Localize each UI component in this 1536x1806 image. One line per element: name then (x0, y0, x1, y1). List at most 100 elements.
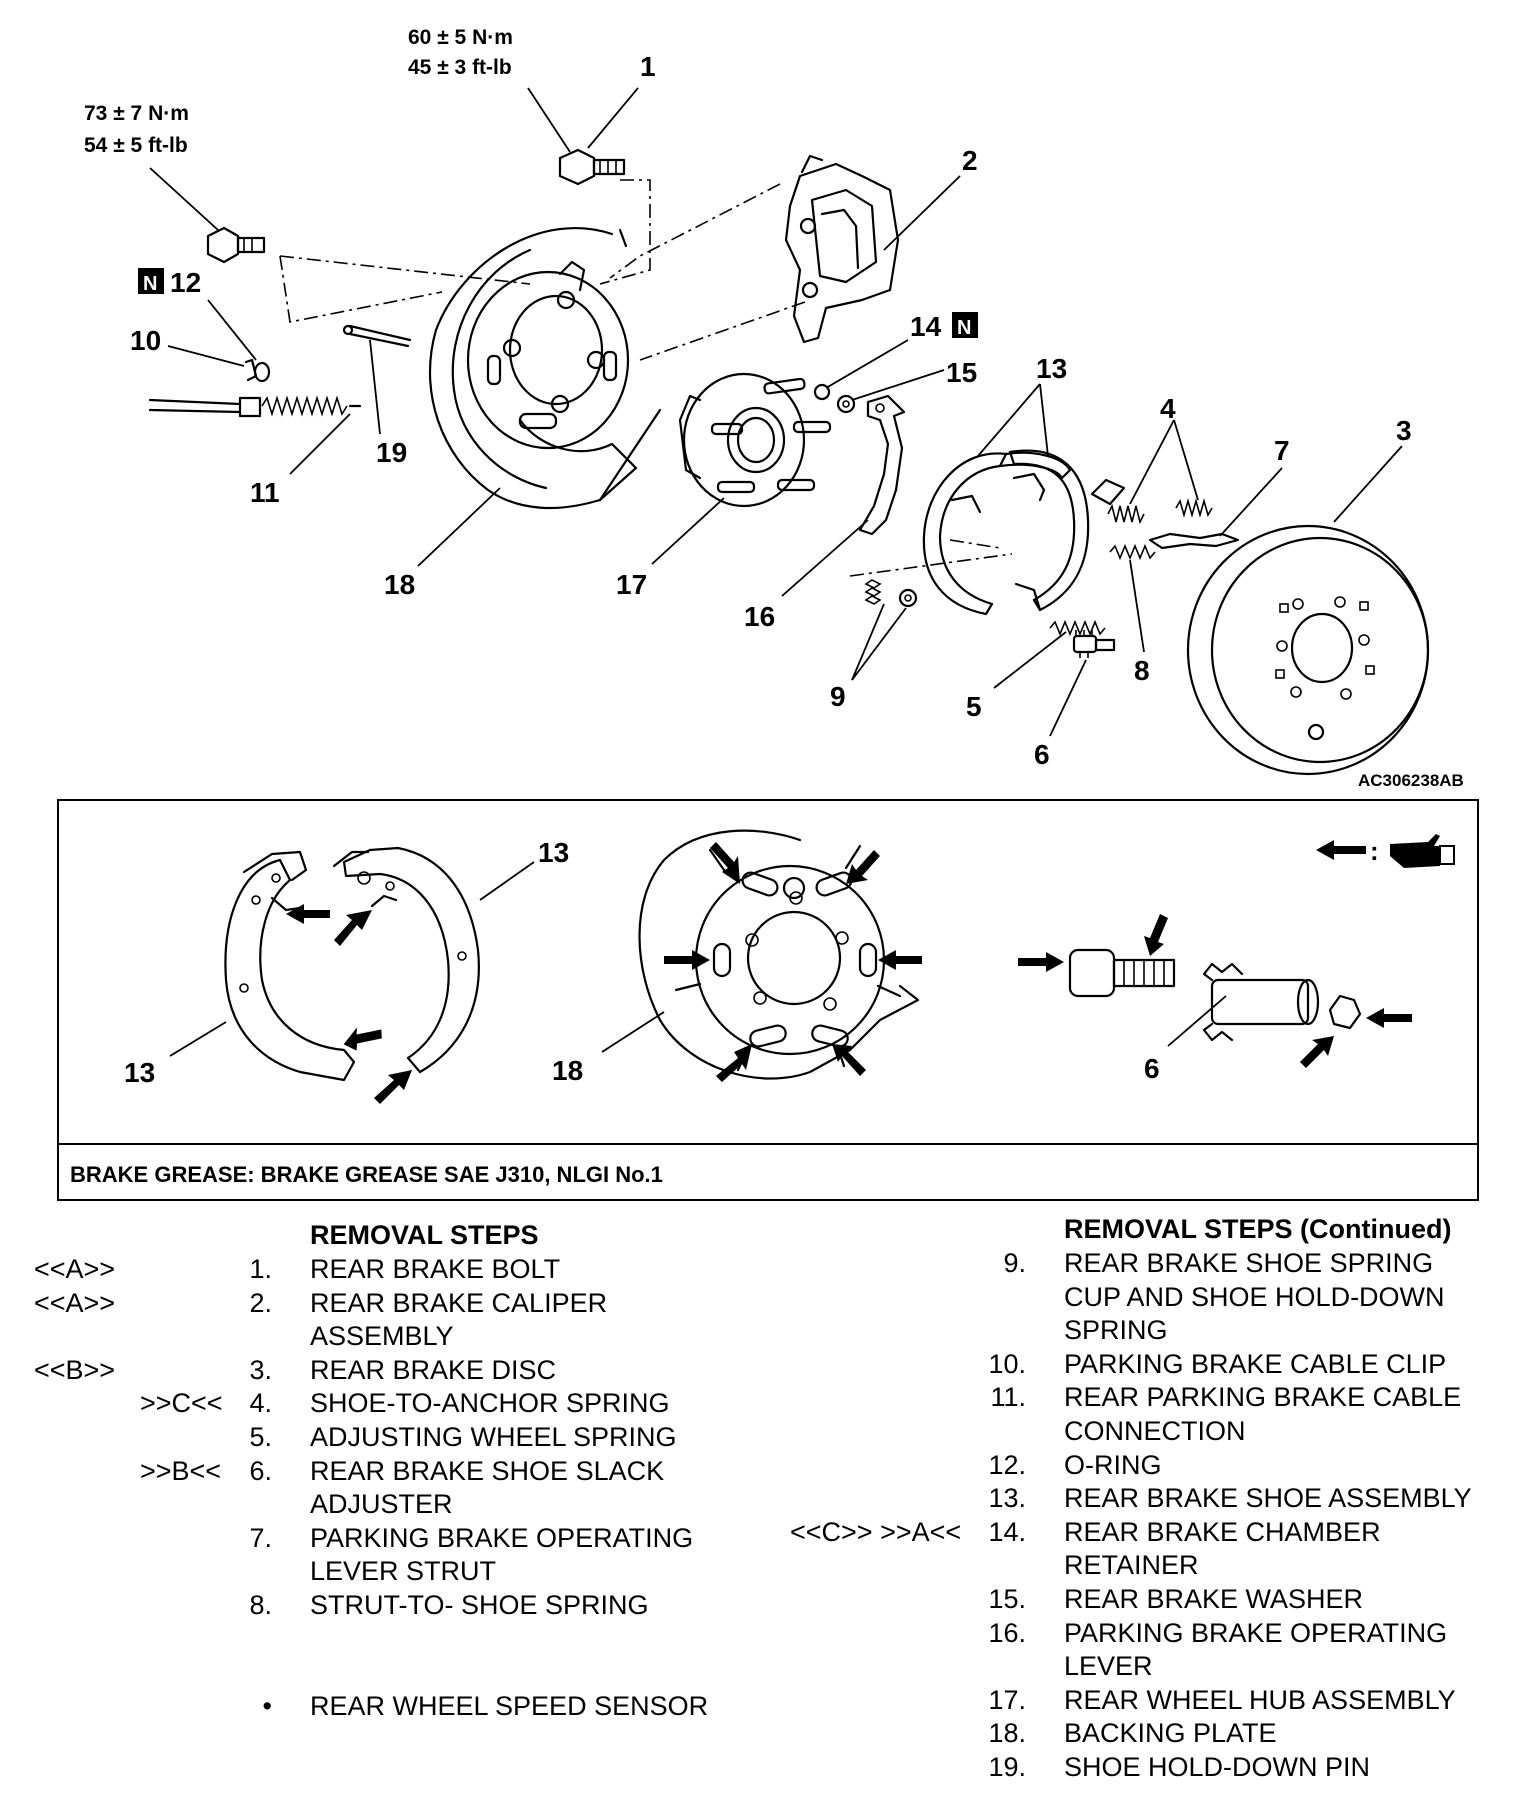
callout-15-leader (851, 369, 945, 401)
figure-id: AC306238AB (1358, 771, 1464, 790)
grease-gun-icon (1390, 834, 1440, 868)
callout-9-leader-a (851, 603, 885, 681)
callout-12-leader (207, 299, 257, 361)
callout-13-leader-a (977, 383, 1041, 457)
grease-callout-13a-leader (479, 861, 535, 901)
step-number: 17. (988, 1684, 1026, 1715)
step-procedure-code: <<C>> >>A<< (790, 1516, 962, 1547)
grease-callout-6: 6 (1144, 1053, 1160, 1084)
step-procedure-code: <<B>> (34, 1354, 116, 1385)
grease-callout-6-leader (1167, 995, 1227, 1047)
step-text: REAR PARKING BRAKE CABLE (1064, 1382, 1462, 1413)
torque-bolt18-ftlb: 54 ± 5 ft-lb (84, 134, 188, 157)
step-number: 13. (988, 1483, 1026, 1514)
step-number: 9. (1003, 1248, 1026, 1278)
backing-plate-part (428, 227, 662, 510)
step-procedure-code: >>B<< (140, 1455, 222, 1486)
callout-19-leader (369, 339, 381, 435)
new-part-mark-14: N (957, 317, 971, 339)
step-text: REAR BRAKE DISC (310, 1354, 557, 1385)
alignment-line (609, 183, 781, 279)
removal-steps-heading: REMOVAL STEPS (310, 1220, 539, 1250)
step-number: 10. (988, 1348, 1026, 1379)
step-number: 4. (249, 1388, 272, 1419)
step-text: REAR BRAKE CALIPER (310, 1287, 608, 1318)
grease-point-arrow (343, 1027, 382, 1051)
step-number: 14. (988, 1516, 1026, 1547)
callout-14: 14 (910, 311, 942, 342)
callout-18: 18 (384, 569, 415, 600)
step-text: ASSEMBLY (310, 1321, 454, 1352)
step-text: PARKING BRAKE OPERATING (310, 1522, 694, 1553)
callout-1: 1 (640, 51, 656, 82)
adjusting-wheel-spring-part (1049, 619, 1106, 637)
parking-brake-operating-lever-part (858, 394, 906, 536)
callout-6: 6 (1034, 739, 1050, 770)
grease-point-arrow (846, 850, 880, 884)
callout-4-leader-a (1129, 419, 1175, 505)
step-number: • (262, 1690, 272, 1721)
callout-10: 10 (130, 325, 161, 356)
rear-brake-shoe-slack-adjuster-part (1072, 630, 1116, 658)
callout-7-leader (1219, 467, 1283, 537)
rear-brake-disc-part (1186, 524, 1430, 776)
step-text: STRUT-TO- SHOE SPRING (310, 1590, 649, 1620)
rear-brake-bolt-part (558, 148, 626, 186)
callout-9: 9 (830, 681, 846, 712)
shoe-hold-down-pin-part (342, 324, 412, 348)
step-text: ADJUSTER (310, 1489, 453, 1520)
step-text: ADJUSTING WHEEL SPRING (310, 1422, 677, 1452)
step-text: BACKING PLATE (1064, 1718, 1277, 1749)
callout-8-leader (1129, 559, 1145, 653)
grease-point-arrow (1366, 1008, 1412, 1028)
step-number: 15. (988, 1584, 1026, 1614)
step-number: 19. (988, 1752, 1026, 1782)
step-number: 1. (249, 1254, 272, 1284)
strut-to-shoe-spring-part (1109, 543, 1156, 561)
callout-8: 8 (1134, 655, 1150, 686)
rear-wheel-hub-part (678, 372, 832, 508)
callout-1-leader (587, 87, 639, 149)
parking-brake-cable-clip-part (244, 358, 258, 382)
grease-note: BRAKE GREASE: BRAKE GREASE SAE J310, NLG… (70, 1162, 663, 1187)
step-number: 6. (249, 1455, 272, 1486)
callout-12: 12 (170, 267, 201, 298)
grease-point-arrow (374, 1070, 412, 1104)
new-part-icon (138, 268, 164, 294)
grease-callout-13a: 13 (538, 837, 569, 868)
callout-13-leader-b (1039, 383, 1049, 457)
exploded-view-diagram: 60 ± 5 N·m 45 ± 3 ft-lb 73 ± 7 N·m 54 ± … (57, 26, 1479, 1201)
step-text: REAR BRAKE WASHER (1064, 1584, 1364, 1614)
callout-5: 5 (966, 691, 982, 722)
step-text: RETAINER (1064, 1550, 1199, 1581)
rear-brake-shoe-assembly-part (849, 449, 1090, 616)
removal-steps: REMOVAL STEPS REMOVAL STEPS (Continued) … (0, 1214, 1536, 1806)
step-number: 5. (249, 1422, 272, 1452)
callout-18-leader (417, 487, 501, 567)
callout-11-leader (289, 413, 351, 475)
callout-6-leader (1049, 659, 1087, 737)
grease-callout-13b: 13 (124, 1057, 155, 1088)
callout-3-leader (1333, 445, 1403, 523)
step-number: 7. (249, 1522, 272, 1553)
grease-point-arrow (1018, 952, 1064, 972)
torque-bolt18-leader (149, 167, 219, 231)
alignment-line (639, 301, 806, 361)
rear-brake-chamber-retainer-part (813, 383, 831, 401)
step-text: O-RING (1064, 1449, 1162, 1480)
callout-4-leader-b (1173, 419, 1199, 501)
step-text: CONNECTION (1064, 1416, 1246, 1446)
shoe-to-anchor-spring-part (1090, 478, 1213, 525)
step-procedure-code: <<A>> (34, 1287, 116, 1318)
step-text: REAR BRAKE SHOE SLACK (310, 1455, 665, 1486)
callout-19: 19 (376, 437, 407, 468)
detail-backing-plate (638, 829, 920, 1080)
grease-point-arrow (1144, 914, 1168, 956)
step-text: PARKING BRAKE OPERATING (1064, 1617, 1448, 1648)
step-text: REAR BRAKE SHOE SPRING (1064, 1248, 1434, 1278)
callout-10-leader (167, 345, 245, 367)
step-text: SHOE HOLD-DOWN PIN (1064, 1752, 1371, 1782)
detail-slack-adjuster (1068, 948, 1362, 1042)
step-text: REAR WHEEL HUB ASSEMBLY (1064, 1684, 1456, 1715)
new-part-icon (952, 312, 978, 338)
